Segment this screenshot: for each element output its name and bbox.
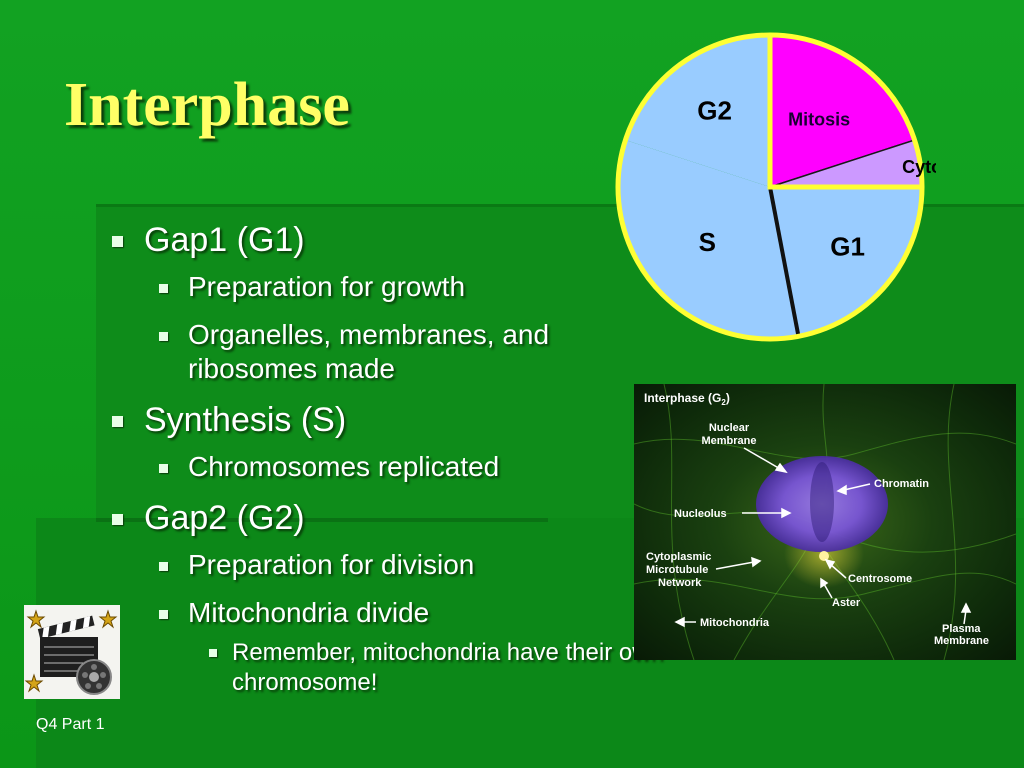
svg-text:Interphase (G2): Interphase (G2)	[644, 391, 730, 407]
slide-footer: Q4 Part 1	[36, 716, 105, 733]
bullet-icon	[159, 610, 168, 619]
label-nucleolus: Nucleolus	[674, 508, 727, 520]
sub-bullet-item: Preparation for division	[104, 548, 704, 582]
label-microtubule: Microtubule	[646, 564, 708, 576]
bullet-item: Synthesis (S)	[104, 400, 704, 440]
label-nuclear: Nuclear	[709, 422, 750, 434]
bullet-icon	[112, 514, 123, 525]
bullet-text: Gap1 (G1)	[144, 221, 305, 259]
bullet-text: Preparation for growth	[188, 271, 466, 302]
label-network: Network	[658, 577, 702, 589]
label-plasma: Plasma	[942, 623, 981, 635]
bullet-text: Synthesis (S)	[144, 401, 347, 439]
pie-slice-g1	[770, 187, 922, 337]
micrograph-drawing: Interphase (G2) Nuclear Membrane Chromat…	[634, 384, 1016, 660]
label-cytoplasmic: Cytoplasmic	[646, 551, 711, 563]
bullet-icon	[159, 562, 168, 571]
bullet-text: Chromosomes replicated	[188, 451, 500, 482]
bullet-icon	[159, 284, 168, 293]
pie-label-g1: G1	[830, 232, 865, 262]
nucleus-division	[810, 462, 834, 542]
bullet-text: Remember, mitochondria have their own ch…	[232, 639, 663, 696]
label-chromatin: Chromatin	[874, 478, 929, 490]
pie-label-cytokinesis: Cytokinesis	[902, 157, 936, 177]
clapperboard-image	[24, 605, 120, 699]
clapperboard-icon	[24, 609, 118, 695]
pie-divider-s	[768, 186, 801, 337]
micrograph-image: Interphase (G2) Nuclear Membrane Chromat…	[634, 384, 1016, 660]
cell-cycle-pie-chart: MitosisCytokinesisG1 S G2	[615, 32, 936, 342]
label-plasma-membrane: Membrane	[934, 635, 989, 647]
bullet-item: Gap1 (G1)	[104, 220, 704, 260]
bullet-icon	[112, 416, 123, 427]
bullet-text: Mitochondria divide	[188, 597, 430, 628]
sub-bullet-item: Chromosomes replicated	[104, 450, 704, 484]
pie-slice-s	[618, 140, 799, 339]
sub-bullet-item: Organelles, membranes, and ribosomes mad…	[104, 318, 628, 386]
pie-label-s: S	[699, 227, 716, 257]
divider-line	[96, 204, 1024, 207]
pie-label-mitosis: Mitosis	[788, 109, 850, 129]
bullet-text: Organelles, membranes, and ribosomes mad…	[188, 319, 550, 384]
bullet-icon	[209, 649, 217, 657]
pie-label-g2: G2	[697, 95, 732, 125]
bullet-icon	[159, 464, 168, 473]
bullet-item: Gap2 (G2)	[104, 498, 704, 538]
bullet-list: Gap1 (G1) Preparation for growth Organel…	[104, 220, 704, 698]
sub-sub-bullet-item: Remember, mitochondria have their own ch…	[104, 638, 702, 698]
nucleus	[756, 456, 888, 552]
bullet-text: Preparation for division	[188, 549, 475, 580]
centrosome	[819, 551, 829, 561]
pie-slice-g2	[625, 35, 770, 187]
bullet-icon	[159, 332, 168, 341]
label-aster: Aster	[832, 597, 861, 609]
bullet-icon	[112, 236, 123, 247]
bullet-text: Gap2 (G2)	[144, 499, 305, 537]
divider-line-lower	[96, 518, 548, 522]
sub-bullet-item: Mitochondria divide	[104, 596, 704, 630]
sub-bullet-item: Preparation for growth	[104, 270, 704, 304]
label-membrane: Membrane	[701, 435, 756, 447]
label-centrosome: Centrosome	[848, 573, 912, 585]
label-mitochondria: Mitochondria	[700, 617, 770, 629]
m-phase-outline	[767, 35, 922, 190]
slide-title: Interphase	[64, 71, 350, 139]
